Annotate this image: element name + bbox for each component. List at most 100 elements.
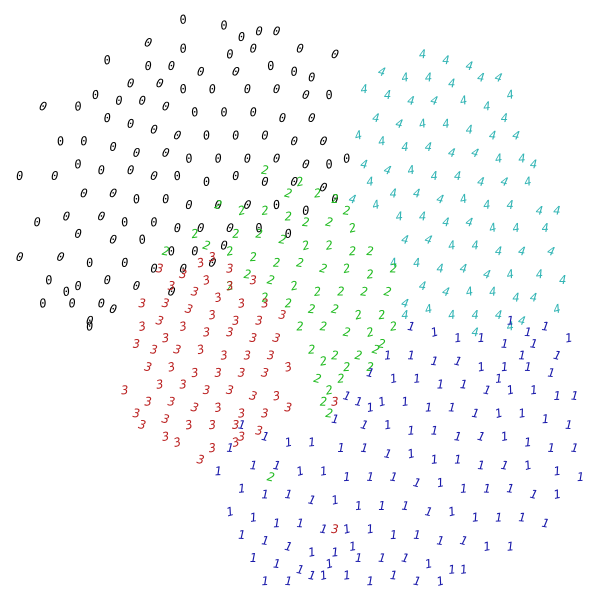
point-3-16: 3: [207, 307, 218, 322]
point-0-33: 0: [249, 105, 257, 119]
point-4-52: 4: [419, 209, 427, 223]
point-0-101: 0: [150, 261, 158, 275]
point-3-61: 3: [136, 417, 147, 432]
point-0-50: 0: [132, 145, 141, 160]
point-4-19: 4: [417, 116, 427, 131]
point-3-40: 3: [259, 365, 270, 380]
point-3-64: 3: [237, 429, 245, 443]
point-0-20: 0: [155, 76, 165, 91]
point-4-22: 4: [489, 128, 497, 142]
point-4-36: 4: [430, 169, 438, 184]
point-4-20: 4: [441, 116, 450, 131]
point-0-28: 0: [115, 93, 123, 107]
point-3-32: 3: [219, 348, 229, 363]
point-3-22: 3: [201, 325, 210, 340]
point-3-55: 3: [283, 400, 293, 415]
point-2-20: 2: [366, 244, 374, 258]
point-4-30: 4: [494, 151, 504, 166]
point-0-93: 0: [137, 232, 148, 247]
point-2-9: 2: [285, 209, 292, 223]
point-3-65: 3: [131, 406, 140, 421]
point-0-30: 0: [161, 99, 171, 114]
point-0-26: 0: [324, 87, 334, 102]
point-4-69: 4: [459, 261, 468, 276]
point-3-17: 3: [231, 313, 240, 328]
point-4-60: 4: [423, 232, 434, 247]
point-0-76: 0: [214, 198, 223, 213]
point-1-22: 1: [459, 377, 468, 392]
point-3-54: 3: [260, 406, 268, 420]
point-2-52: 2: [354, 348, 363, 363]
point-0-18: 0: [308, 71, 315, 85]
point-0-24: 0: [272, 82, 280, 97]
point-3-2: 3: [225, 261, 233, 275]
point-3-11: 3: [236, 296, 246, 311]
point-3-0: 3: [195, 255, 206, 270]
point-4-33: 4: [360, 157, 369, 172]
point-0-14: 0: [196, 64, 205, 79]
point-4-21: 4: [466, 122, 474, 136]
point-4-12: 4: [407, 93, 416, 108]
point-3-41: 3: [282, 359, 294, 375]
point-3-6: 3: [224, 278, 234, 293]
point-0-42: 0: [202, 128, 212, 143]
point-2-2: 2: [295, 174, 305, 189]
point-4-24: 4: [353, 128, 364, 143]
point-2-27: 2: [318, 261, 328, 276]
point-4-79: 4: [529, 290, 537, 305]
point-1-71: 1: [435, 475, 445, 490]
point-3-12: 3: [260, 296, 269, 310]
point-1-24: 1: [505, 382, 515, 397]
point-1-10: 1: [384, 348, 392, 362]
point-0-110: 0: [68, 296, 77, 311]
point-2-25: 2: [273, 256, 281, 270]
point-0-7: 0: [226, 47, 234, 61]
point-4-82: 4: [447, 307, 456, 322]
point-2-46: 2: [319, 319, 327, 333]
point-3-48: 3: [120, 383, 129, 398]
point-1-72: 1: [459, 481, 467, 495]
point-3-36: 3: [165, 359, 176, 375]
point-1-69: 1: [389, 470, 398, 485]
point-1-30: 1: [401, 394, 410, 409]
point-1-12: 1: [430, 354, 439, 369]
point-4-23: 4: [511, 128, 521, 143]
point-0-21: 0: [178, 81, 188, 96]
point-4-83: 4: [471, 308, 479, 322]
point-0-72: 0: [108, 186, 118, 201]
point-3-44: 3: [202, 383, 211, 397]
point-3-62: 3: [171, 435, 182, 450]
point-3-58: 3: [207, 418, 217, 433]
point-4-40: 4: [523, 174, 533, 189]
point-2-0: 2: [261, 163, 270, 178]
point-1-53: 1: [360, 441, 369, 456]
point-1-40: 1: [383, 417, 393, 432]
point-1-99: 1: [413, 528, 421, 542]
point-1-37: 1: [565, 418, 573, 432]
point-0-111: 0: [98, 296, 105, 310]
point-1-78: 1: [261, 487, 268, 501]
point-1-70: 1: [411, 475, 422, 490]
point-2-35: 2: [337, 285, 344, 299]
point-1-13: 1: [452, 354, 462, 369]
point-1-90: 1: [540, 516, 550, 531]
point-3-45: 3: [224, 382, 234, 397]
point-1-32: 1: [448, 400, 456, 414]
point-1-47: 1: [547, 441, 554, 455]
point-1-5: 1: [477, 331, 485, 345]
point-3-67: 3: [230, 435, 241, 451]
point-1-1: 1: [524, 325, 532, 339]
point-2-4: 2: [331, 192, 338, 206]
point-1-16: 1: [524, 360, 531, 374]
point-1-121: 1: [412, 574, 422, 589]
point-3-20: 3: [154, 313, 165, 329]
point-2-30: 2: [390, 261, 397, 275]
point-0-2: 0: [238, 30, 246, 44]
point-4-8: 4: [494, 70, 504, 85]
point-0-81: 0: [62, 209, 71, 224]
point-3-47: 3: [271, 388, 282, 403]
point-1-25: 1: [529, 383, 538, 398]
point-1-125: 1: [284, 574, 292, 588]
